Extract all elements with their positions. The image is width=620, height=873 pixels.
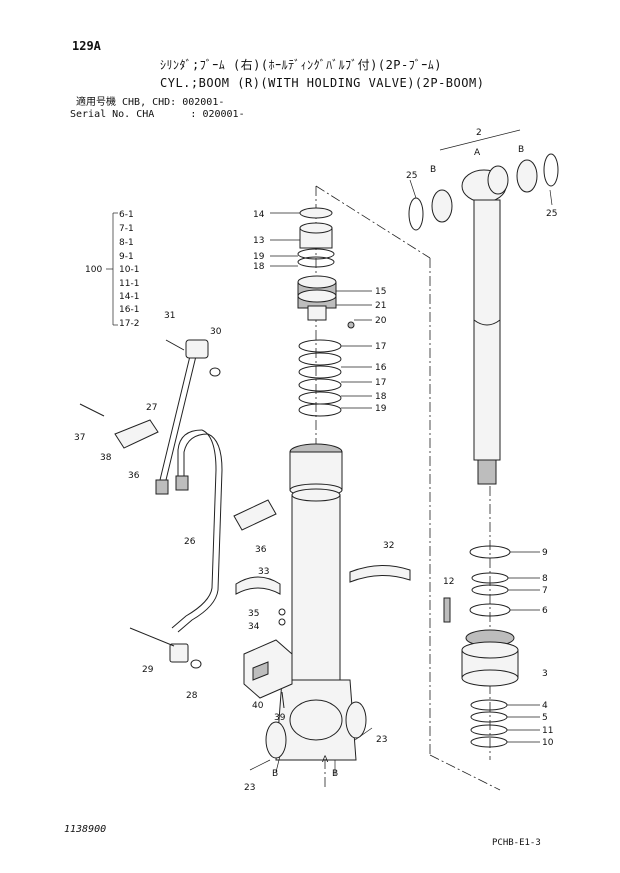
callout-label: 8 bbox=[542, 574, 548, 584]
callout-label: 17 bbox=[375, 378, 386, 388]
title-english: CYL.;BOOM (R)(WITH HOLDING VALVE)(2P-BOO… bbox=[160, 76, 485, 90]
callout-label: 16 bbox=[375, 363, 387, 373]
callout-label: 25 bbox=[406, 171, 417, 181]
kit-item: 6-1 bbox=[119, 210, 134, 220]
kit-list: 100 6-1 7-1 8-1 9-1 10-1 11-1 14-1 16-1 … bbox=[85, 210, 139, 329]
callout-label: 29 bbox=[142, 665, 154, 675]
sheet-reference: PCHB-E1-3 bbox=[492, 838, 541, 848]
callout-label: 26 bbox=[184, 537, 196, 547]
callout-label: 10 bbox=[542, 738, 554, 748]
callout-label: 23 bbox=[376, 735, 387, 745]
callout-label: 19 bbox=[253, 252, 265, 262]
callout-label: B bbox=[430, 165, 436, 175]
callout-label: 38 bbox=[100, 453, 112, 463]
callout-label: 17 bbox=[375, 342, 386, 352]
kit-item: 16-1 bbox=[119, 305, 139, 315]
callout-label: 7 bbox=[542, 586, 548, 596]
callout-label: 5 bbox=[542, 713, 548, 723]
callout-label: B bbox=[332, 769, 338, 779]
callout-label: A bbox=[322, 755, 329, 765]
callout-label: 31 bbox=[164, 311, 175, 321]
callout-label: 40 bbox=[252, 701, 264, 711]
title-japanese: ｼﾘﾝﾀﾞ;ﾌﾞｰﾑ (右)(ﾎｰﾙﾃﾞｨﾝｸﾞﾊﾞﾙﾌﾞ付)(2P-ﾌﾞｰﾑ) bbox=[160, 58, 442, 72]
applicable-models: 適用号機 CHB, CHD: 002001- bbox=[76, 97, 225, 108]
cylinder-tube bbox=[265, 443, 367, 761]
serial-number: Serial No. CHA : 020001- bbox=[70, 109, 245, 120]
callout-label: B bbox=[518, 145, 524, 155]
kit-item: 7-1 bbox=[119, 224, 134, 234]
kit-item: 17-2 bbox=[119, 319, 139, 329]
callout-numbers: 14 13 19 18 15 21 20 17 16 17 18 19 31 3… bbox=[74, 128, 557, 793]
kit-number: 100 bbox=[85, 265, 102, 275]
callout-label: 12 bbox=[443, 577, 454, 587]
callout-label: 19 bbox=[375, 404, 387, 414]
callout-label: 39 bbox=[274, 713, 286, 723]
drawing-number: 1138900 bbox=[64, 824, 107, 835]
piston-rod bbox=[408, 153, 559, 485]
callout-label: 9 bbox=[542, 548, 548, 558]
callout-label: 32 bbox=[383, 541, 394, 551]
callout-label: 20 bbox=[375, 316, 387, 326]
callout-label: 18 bbox=[375, 392, 387, 402]
callout-label: 36 bbox=[128, 471, 140, 481]
callout-label: 28 bbox=[186, 691, 198, 701]
kit-item: 9-1 bbox=[119, 252, 134, 262]
callout-label: 30 bbox=[210, 327, 222, 337]
callout-label: 34 bbox=[248, 622, 260, 632]
leader-lines bbox=[249, 129, 553, 775]
callout-label: 4 bbox=[542, 701, 548, 711]
callout-label: A bbox=[474, 148, 481, 158]
callout-label: 33 bbox=[258, 567, 269, 577]
callout-label: 18 bbox=[253, 262, 265, 272]
callout-label: 27 bbox=[146, 403, 157, 413]
callout-label: 36 bbox=[255, 545, 267, 555]
callout-label: 3 bbox=[542, 669, 548, 679]
piston-seals bbox=[297, 207, 355, 417]
callout-label: B bbox=[272, 769, 278, 779]
kit-item: 11-1 bbox=[119, 279, 139, 289]
callout-label: 15 bbox=[375, 287, 386, 297]
callout-label: 25 bbox=[546, 209, 557, 219]
kit-item: 14-1 bbox=[119, 292, 139, 302]
callout-label: 11 bbox=[542, 726, 553, 736]
callout-label: 23 bbox=[244, 783, 255, 793]
callout-label: 13 bbox=[253, 236, 264, 246]
callout-label: 21 bbox=[375, 301, 386, 311]
callout-label: 14 bbox=[253, 210, 265, 220]
kit-item: 8-1 bbox=[119, 238, 134, 248]
page-code: 129A bbox=[72, 39, 101, 53]
callout-label: 35 bbox=[248, 609, 259, 619]
callout-label: 2 bbox=[476, 128, 482, 138]
kit-item: 10-1 bbox=[119, 265, 139, 275]
callout-label: 6 bbox=[542, 606, 548, 616]
pipe-assembly bbox=[79, 339, 411, 709]
cylinder-head bbox=[443, 545, 519, 748]
callout-label: 37 bbox=[74, 433, 85, 443]
